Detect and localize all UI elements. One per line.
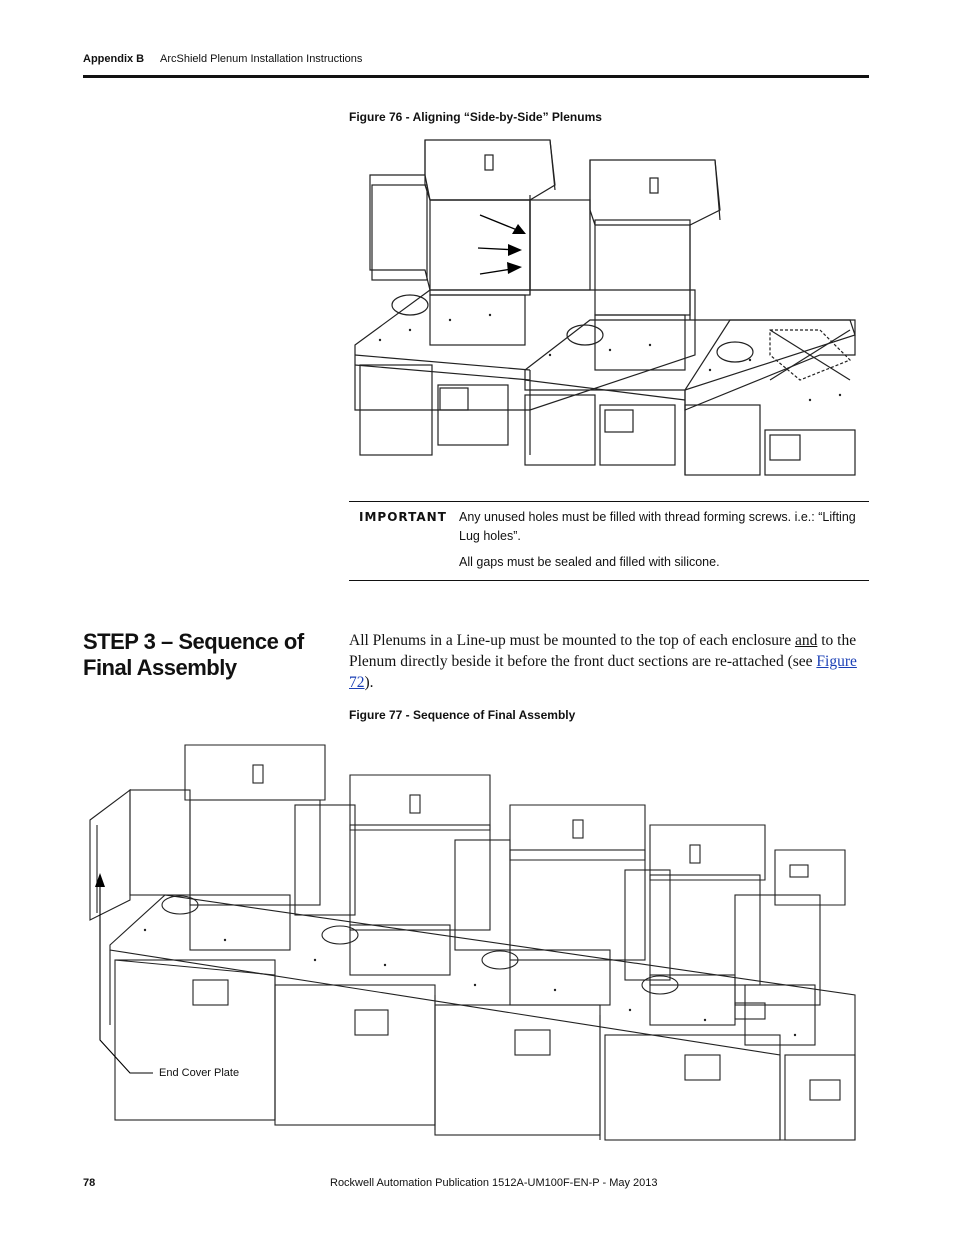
header-title: ArcShield Plenum Installation Instructio… <box>160 53 363 65</box>
paragraph-text-after: ). <box>364 674 374 691</box>
figure-77-drawing <box>89 744 856 1141</box>
figure-76-drawing <box>354 139 856 476</box>
header-rule <box>83 75 869 78</box>
important-text-1: Any unused holes must be filled with thr… <box>459 510 856 543</box>
footer-page-number: 78 <box>83 1177 96 1189</box>
paragraph-underlined: and <box>794 632 818 649</box>
important-box <box>349 501 869 581</box>
figure-72-link[interactable]: Figure 72 <box>349 653 857 691</box>
paragraph-text-before: All Plenums in a Line-up must be mounted… <box>349 632 795 649</box>
important-label: IMPORTANT <box>359 510 447 524</box>
figure-76-caption: Figure 76 - Aligning “Side-by-Side” Plen… <box>349 110 602 124</box>
step-3-paragraph: All Plenums in a Line-up must be mounted… <box>349 630 864 693</box>
end-cover-plate-callout: End Cover Plate <box>159 1067 240 1079</box>
header-appendix: Appendix B <box>83 53 145 65</box>
important-text-2: All gaps must be sealed and filled with … <box>459 555 720 569</box>
step-3-heading: STEP 3 – Sequence of Final Assembly <box>83 629 304 680</box>
footer-publication: Rockwell Automation Publication 1512A-UM… <box>330 1177 658 1189</box>
figure-77-caption: Figure 77 - Sequence of Final Assembly <box>349 708 576 722</box>
paragraph-text-middle: to the Plenum directly beside it before … <box>349 632 857 670</box>
